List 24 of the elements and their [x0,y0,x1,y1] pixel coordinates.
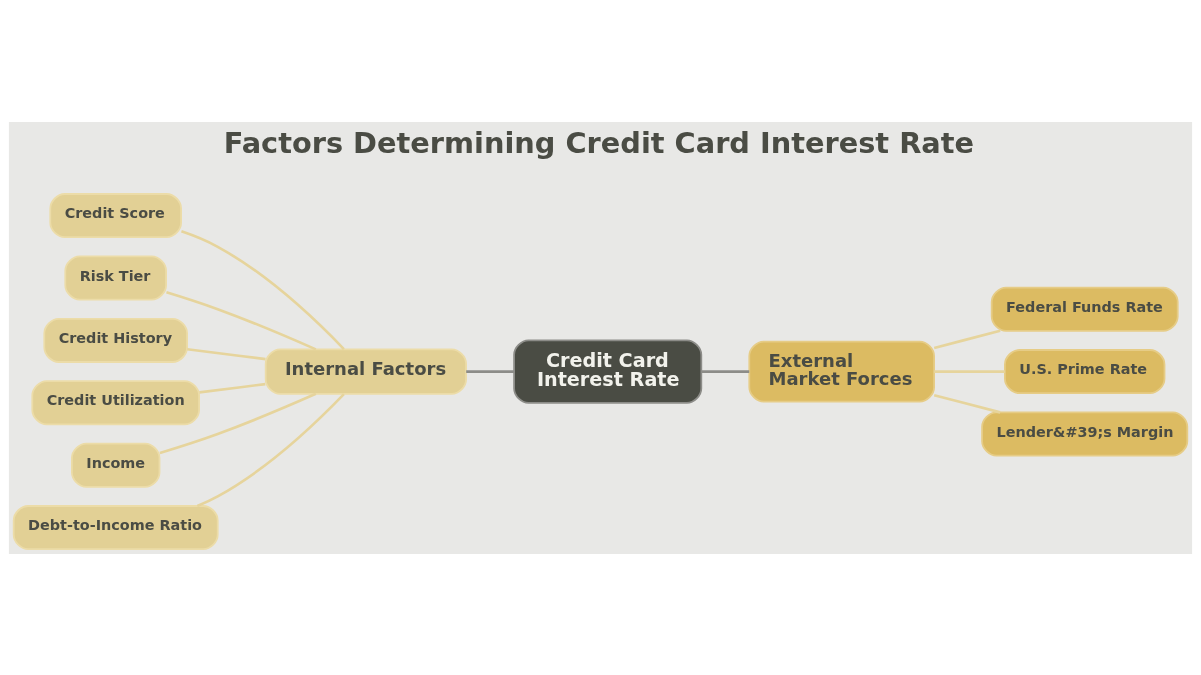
node-box: Federal Funds Rate [990,286,1179,332]
connector [933,393,1001,414]
node-box: Credit History [43,317,188,363]
node-box: Income [71,442,161,488]
connector [934,369,1005,373]
node-box: Lender&#39;s Margin [981,411,1189,456]
node-box: Credit Utilization [31,379,200,425]
node-box: External Market Forces [748,340,935,402]
node-box: Internal Factors [264,348,467,395]
connector [196,392,345,507]
connector [701,369,750,373]
connector [181,229,345,350]
node-box: Risk Tier [64,255,167,300]
node-box: Debt-to-Income Ratio [12,504,219,550]
connector [166,290,317,351]
node-box: Credit Score [49,192,182,238]
connector [199,382,266,394]
node-box: U.S. Prime Rate [1004,348,1166,394]
connector [933,329,1001,349]
connector [187,347,266,360]
node-box: Credit Card Interest Rate [513,339,703,404]
diagram-title: Factors Determining Credit Card Interest Rate [223,125,975,160]
connector [466,369,514,373]
connector [159,392,317,454]
